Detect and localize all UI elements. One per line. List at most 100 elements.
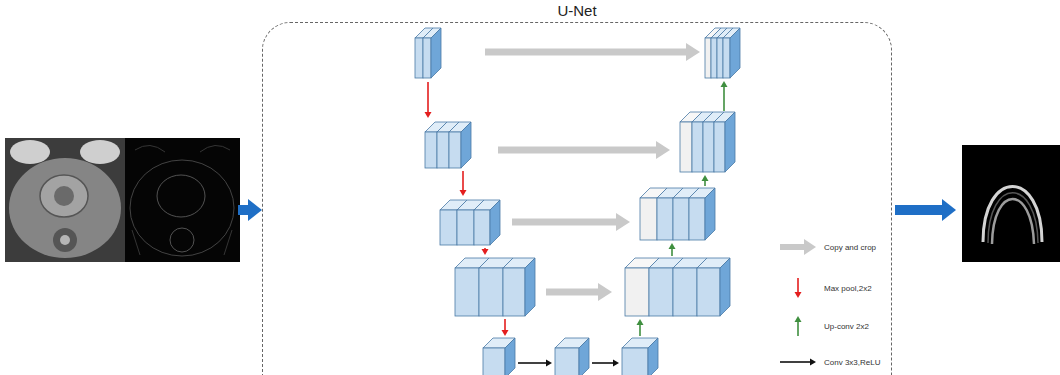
block-slab — [474, 210, 490, 245]
legend-conv-arrow-shaft — [780, 361, 810, 363]
legend-entry: Up-conv 2x2 — [776, 314, 869, 338]
block-slab — [723, 38, 730, 78]
block-slab — [697, 268, 720, 316]
copy-crop-arrow — [512, 213, 630, 231]
conv-arrow — [518, 360, 552, 367]
input-arrow-head — [248, 199, 262, 221]
edge-panel — [125, 138, 240, 262]
feature-map-block — [625, 258, 730, 316]
legend-text: Conv 3x3,ReLU — [824, 358, 880, 367]
block-slab — [455, 268, 479, 316]
max-pool-arrow-head — [482, 249, 489, 255]
block-slab — [649, 268, 673, 316]
conv-arrow-shaft — [518, 362, 546, 364]
max-pool-arrow-shaft — [427, 82, 429, 112]
edge-contour — [170, 228, 194, 252]
up-conv-arrow-head — [702, 175, 709, 181]
copy-crop-arrow-shaft — [485, 49, 686, 56]
up-conv-arrow-shaft — [671, 249, 673, 256]
block-side — [461, 122, 471, 168]
conv-arrow-head — [613, 360, 619, 367]
block-side — [730, 28, 740, 78]
diagram-title: U-Net — [263, 2, 891, 19]
legend-entry: Conv 3x3,ReLU — [776, 350, 880, 374]
block-side — [490, 200, 500, 245]
mri-bone — [80, 140, 120, 164]
output-arrow-head — [942, 199, 956, 221]
block-slab — [425, 132, 437, 168]
block-side — [505, 338, 515, 375]
copy-crop-arrow-shaft — [512, 219, 616, 226]
legend-entry: Max pool,2x2 — [776, 276, 872, 300]
block-side — [705, 188, 715, 240]
feature-map-block — [555, 338, 589, 375]
up-conv-arrow — [669, 243, 676, 256]
up-conv-arrow — [637, 319, 644, 336]
copy-crop-arrow-shaft — [546, 289, 598, 296]
max-pool-arrow-head — [460, 190, 467, 196]
up-conv-arrow-head — [669, 243, 676, 249]
edge-contour — [157, 175, 205, 217]
block-slab — [657, 198, 673, 240]
block-side — [725, 112, 735, 172]
output-arrow-shaft — [895, 205, 942, 215]
legend-copy-arrow — [780, 239, 816, 255]
max-pool-arrow-shaft — [462, 171, 464, 190]
block-slab — [640, 198, 657, 240]
legend-sample — [776, 276, 818, 300]
copy-crop-arrow — [546, 283, 612, 301]
block-slab — [622, 348, 648, 375]
legend-text: Max pool,2x2 — [824, 284, 872, 293]
block-slab — [423, 38, 431, 78]
up-conv-arrow-shaft — [704, 181, 706, 186]
feature-map-block — [440, 200, 500, 245]
block-slab — [483, 348, 505, 375]
block-slab — [714, 122, 725, 172]
mri-body — [9, 158, 121, 258]
edge-lines — [132, 145, 232, 255]
feature-map-block — [425, 122, 471, 168]
block-slab — [625, 268, 649, 316]
block-slab — [479, 268, 503, 316]
legend-entry: Copy and crop — [776, 235, 876, 259]
legend-up-arrow — [795, 316, 802, 336]
block-side — [579, 338, 589, 375]
mask-panel — [962, 145, 1060, 262]
output-image — [962, 145, 1060, 262]
legend-text: Copy and crop — [824, 243, 876, 252]
copy-crop-arrow-shaft — [498, 147, 656, 154]
block-slab — [555, 348, 579, 375]
feature-map-block — [680, 112, 735, 172]
mri-gland — [54, 186, 74, 206]
mask-arc — [988, 193, 1038, 243]
up-conv-arrow-shaft — [723, 87, 725, 111]
feature-map-block — [415, 28, 441, 78]
mask-arc — [992, 199, 1034, 244]
mri-prostate — [40, 175, 88, 217]
block-slab — [457, 210, 474, 245]
feature-maps — [415, 28, 740, 375]
block-slab — [503, 268, 525, 316]
input-images — [5, 138, 240, 262]
edge-contour — [130, 160, 234, 256]
block-side — [648, 338, 658, 375]
max-pool-arrow-shaft — [484, 248, 486, 249]
legend-conv-arrow-head — [810, 359, 816, 366]
copy-crop-arrow-head — [656, 141, 670, 159]
legend-pool-arrow-head — [795, 292, 802, 298]
legend-text: Up-conv 2x2 — [824, 322, 869, 331]
copy-crop-arrow-head — [598, 283, 612, 301]
max-pool-arrow — [502, 319, 509, 336]
legend-conv-arrow — [780, 359, 816, 366]
up-conv-arrow — [702, 175, 709, 186]
legend-pool-arrow-shaft — [797, 278, 799, 292]
conv-arrow — [592, 360, 619, 367]
block-side — [431, 28, 441, 78]
input-arrow-shaft — [238, 205, 248, 215]
block-side — [525, 258, 535, 316]
legend-up-arrow-head — [795, 316, 802, 322]
copy-crop-arrow — [498, 141, 670, 159]
max-pool-arrow-head — [502, 330, 509, 336]
